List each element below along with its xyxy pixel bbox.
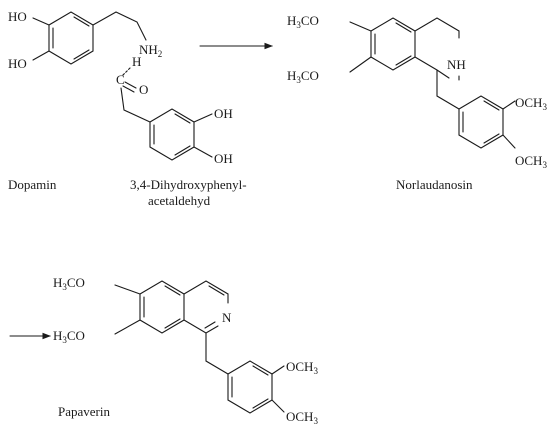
norlaudanosin-benzyl-bond [436, 69, 460, 110]
aldehyde-benzene-ring [149, 108, 195, 161]
caption-aldehyde-line2: acetaldehyd [148, 193, 211, 208]
aldehyde-o-label: O [139, 82, 148, 97]
papaverin-benzyl-bond [205, 332, 229, 375]
papaverin-pyridine-ring [183, 319, 219, 334]
norlaudanosin-nh-label: NH [447, 57, 466, 72]
papaverin-structure: H3CO H3CO N OCH3 OCH3 [53, 275, 318, 426]
norlaudanosin-piperidine-ring [414, 56, 450, 79]
caption-papaverin: Papaverin [58, 404, 110, 419]
norlaudanosin-benzyl-double-bond [483, 133, 500, 144]
dopamine-amine-sub: 2 [158, 49, 163, 59]
aldehyde-oh-bottom-label: OH [214, 151, 233, 166]
aldehyde-ring-double-bond [174, 113, 191, 124]
papaverin-ring-double-bond [164, 318, 181, 329]
papaverin-meo-top-label: H3CO [53, 275, 85, 292]
papaverin-benzene-ring [139, 280, 185, 334]
caption-dopamin: Dopamin [8, 177, 57, 192]
norlaudanosin-ome-bond [502, 100, 516, 110]
norlaudanosin-structure: H3CO H3CO NH OCH3 OCH3 [287, 13, 547, 170]
aldehyde-oh-top-label: OH [214, 106, 233, 121]
norlaudanosin-benzene-ring [370, 17, 416, 71]
norlaudanosin-benzyl-ring [458, 95, 504, 149]
papaverin-meo-bond [114, 284, 141, 295]
dopamine-ring-double-bond [73, 16, 90, 27]
papaverin-meo-bottom-label: H3CO [53, 328, 85, 345]
papaverin-benzyl-double-bond [252, 398, 269, 409]
norlaudanosin-ome-bottom-label: OCH3 [515, 153, 547, 170]
papaverin-ome-bond [271, 399, 285, 413]
norlaudanosin-meo-top-label: H3CO [287, 13, 319, 30]
norlaudanosin-meo-bond [349, 56, 372, 73]
dopamine-h-dashed-bond [121, 67, 131, 77]
norlaudanosin-meo-bottom-label: H3CO [287, 68, 319, 85]
papaverin-ome-top-label: OCH3 [286, 359, 318, 376]
norlaudanosin-benzyl-double-bond [483, 100, 500, 111]
dopamine-oh-bond [32, 50, 50, 61]
aldehyde-ch2-chain [120, 87, 151, 123]
aldehyde-c-label: C [116, 72, 125, 87]
norlaudanosin-ome-bond [502, 134, 516, 149]
caption-aldehyde-line1: 3,4-Dihydroxyphenyl- [130, 177, 247, 192]
papaverin-pyridine-double-bond [204, 321, 216, 329]
norlaudanosin-piperidine-ring [414, 17, 460, 39]
papaverin-benzyl-ring [227, 360, 273, 414]
papaverin-pyridine-ring [183, 280, 229, 304]
papaverin-ring-double-bond [164, 285, 181, 296]
aldehyde-oh-bond [193, 113, 213, 123]
caption-norlaudanosin: Norlaudanosin [396, 177, 473, 192]
papaverin-n-label: N [222, 310, 232, 325]
papaverin-meo-bond [114, 319, 141, 335]
papaverin-ome-bottom-label: OCH3 [286, 409, 318, 426]
dopamine-benzene-ring [48, 11, 94, 65]
dopamine-amine-text: NH [139, 42, 158, 57]
norlaudanosin-ome-top-label: OCH3 [515, 95, 547, 112]
dopamine-ho-bottom-label: HO [8, 56, 27, 71]
papaverin-benzyl-double-bond [252, 365, 269, 376]
aldehyde-structure: C O OH OH [116, 72, 233, 166]
norlaudanosin-ring-double-bond [395, 55, 412, 66]
dopamine-h-label: H [132, 54, 141, 69]
aldehyde-co-double-bond [124, 81, 137, 89]
aldehyde-ring-double-bond [174, 145, 191, 156]
aldehyde-oh-bond [193, 146, 213, 158]
aldehyde-co-double-bond [122, 85, 135, 93]
dopamine-side-chain [92, 11, 147, 41]
papaverin-pyridine-double-bond [208, 285, 225, 296]
dopamine-ring-double-bond [73, 49, 90, 60]
norlaudanosin-ring-double-bond [395, 22, 412, 33]
dopamine-ho-top-label: HO [8, 9, 27, 24]
dopamine-amine-label: NH2 [139, 42, 162, 59]
norlaudanosin-meo-bond [349, 21, 372, 32]
dopamine-structure: HO HO NH2 H [8, 9, 162, 77]
dopamine-oh-bond [32, 17, 50, 26]
papaverin-ome-bond [271, 365, 285, 375]
